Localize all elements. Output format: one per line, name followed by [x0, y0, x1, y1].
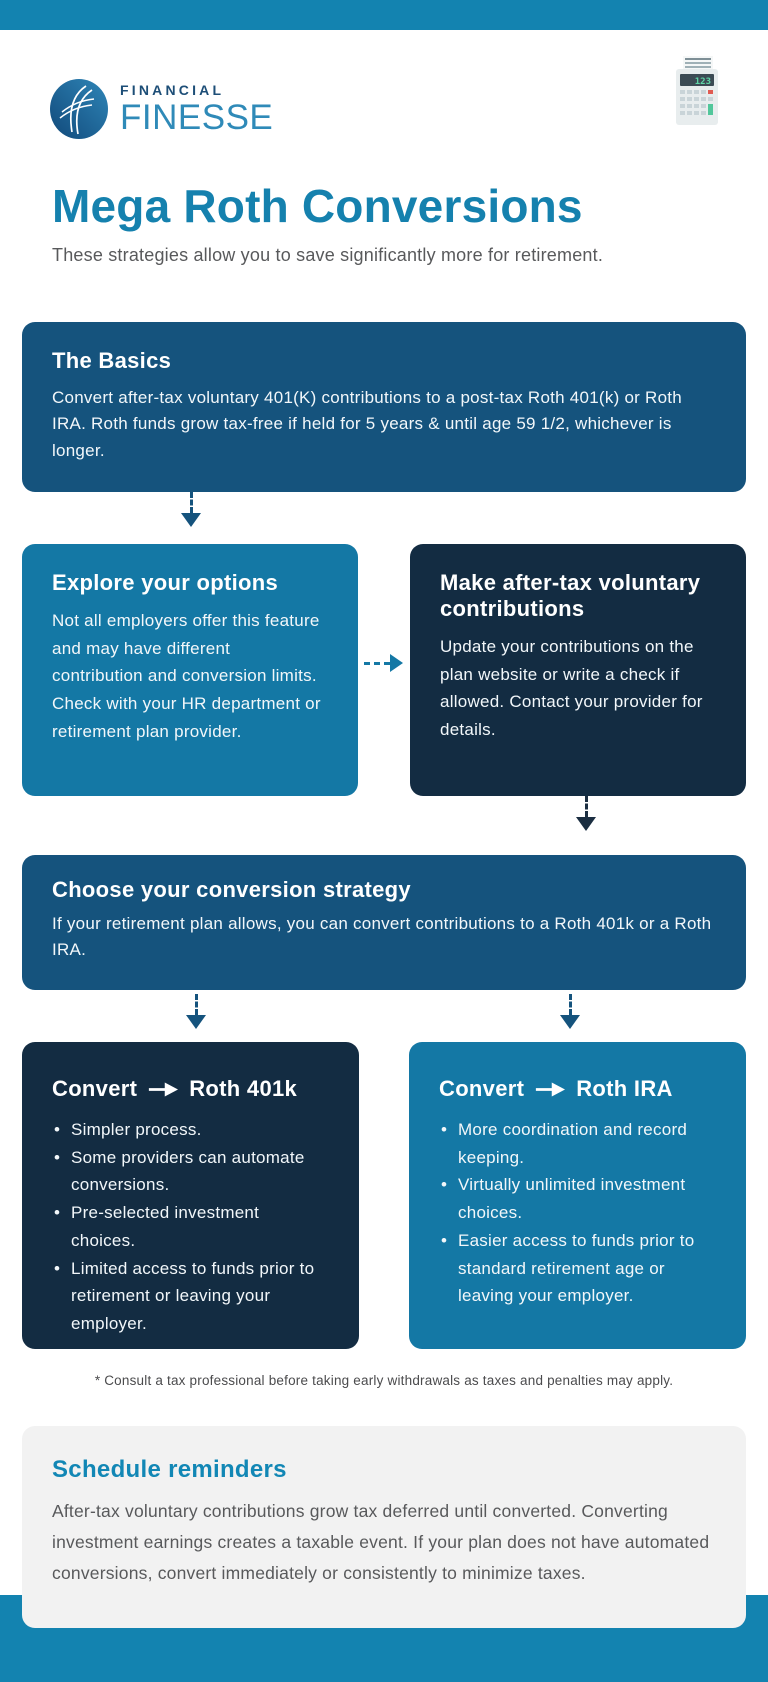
- top-accent-band: [0, 0, 768, 30]
- down-arrow-icon: [185, 994, 207, 1029]
- reminders-body: After-tax voluntary contributions grow t…: [52, 1501, 710, 1583]
- strategy-title: Choose your conversion strategy: [52, 877, 411, 902]
- brand-name-top: FINANCIAL: [120, 82, 225, 98]
- right-arrow-connector-icon: [364, 654, 403, 672]
- convert-label: Convert: [52, 1076, 138, 1101]
- brand-logo-text: FINANCIAL FINESSE: [120, 83, 273, 135]
- header: FINANCIAL FINESSE 123: [22, 56, 746, 145]
- flow-connector-zone: [22, 990, 746, 1042]
- contributions-body: Update your contributions on the plan we…: [440, 637, 703, 740]
- page-content: FINANCIAL FINESSE 123: [0, 56, 768, 1628]
- target-label: Roth 401k: [189, 1076, 298, 1101]
- target-label: Roth IRA: [576, 1076, 673, 1101]
- calculator-illustration: 123: [672, 56, 722, 145]
- brand-logo: FINANCIAL FINESSE: [48, 78, 273, 140]
- conversion-row: Convert Roth 401k Simpler process. Some …: [22, 1042, 746, 1349]
- bullet-item: Virtually unlimited investment choices.: [439, 1171, 712, 1226]
- basics-card: The Basics Convert after-tax voluntary 4…: [22, 322, 746, 492]
- convert-roth-401k-card: Convert Roth 401k Simpler process. Some …: [22, 1042, 359, 1349]
- reminders-title: Schedule reminders: [52, 1456, 287, 1483]
- bullet-item: More coordination and record keeping.: [439, 1116, 712, 1171]
- page-title: Mega Roth Conversions: [52, 180, 583, 232]
- bullet-item: Easier access to funds prior to standard…: [439, 1227, 712, 1310]
- strategy-body: If your retirement plan allows, you can …: [52, 914, 712, 960]
- svg-text:123: 123: [695, 77, 711, 87]
- down-arrow-icon: [559, 994, 581, 1029]
- brand-name-bottom: FINESSE: [120, 98, 274, 137]
- convert-label: Convert: [439, 1076, 525, 1101]
- convert-roth-401k-title: Convert Roth 401k: [52, 1076, 325, 1102]
- convert-roth-401k-bullets: Simpler process. Some providers can auto…: [52, 1116, 325, 1338]
- bullet-item: Pre-selected investment choices.: [52, 1199, 325, 1254]
- basics-body: Convert after-tax voluntary 401(K) contr…: [52, 388, 682, 460]
- convert-roth-ira-bullets: More coordination and record keeping. Vi…: [439, 1116, 712, 1310]
- reminders-card: Schedule reminders After-tax voluntary c…: [22, 1426, 746, 1628]
- options-row: Explore your options Not all employers o…: [22, 544, 746, 796]
- explore-options-card: Explore your options Not all employers o…: [22, 544, 358, 796]
- bullet-item: Simpler process.: [52, 1116, 325, 1144]
- flow-connector-zone: [22, 796, 746, 842]
- calculator-icon: 123: [676, 56, 718, 125]
- basics-title: The Basics: [52, 348, 172, 373]
- bullet-item: Limited access to funds prior to retirem…: [52, 1255, 325, 1338]
- convert-roth-ira-card: Convert Roth IRA More coordination and r…: [409, 1042, 746, 1349]
- bullet-item: Some providers can automate conversions.: [52, 1144, 325, 1199]
- right-arrow-icon: [536, 1081, 566, 1097]
- flow-connector-zone: [22, 492, 746, 527]
- right-arrow-icon: [149, 1081, 179, 1097]
- down-arrow-icon: [180, 492, 202, 527]
- explore-options-body: Not all employers offer this feature and…: [52, 611, 321, 741]
- tax-disclaimer: * Consult a tax professional before taki…: [94, 1373, 674, 1388]
- explore-options-title: Explore your options: [52, 570, 279, 595]
- contributions-title: Make after-tax voluntary contributions: [440, 570, 701, 621]
- down-arrow-icon: [575, 796, 597, 831]
- page-subtitle: These strategies allow you to save signi…: [52, 245, 604, 265]
- convert-roth-ira-title: Convert Roth IRA: [439, 1076, 712, 1102]
- strategy-card: Choose your conversion strategy If your …: [22, 855, 746, 990]
- contributions-card: Make after-tax voluntary contributions U…: [410, 544, 746, 796]
- brand-logo-mark-icon: [50, 79, 108, 139]
